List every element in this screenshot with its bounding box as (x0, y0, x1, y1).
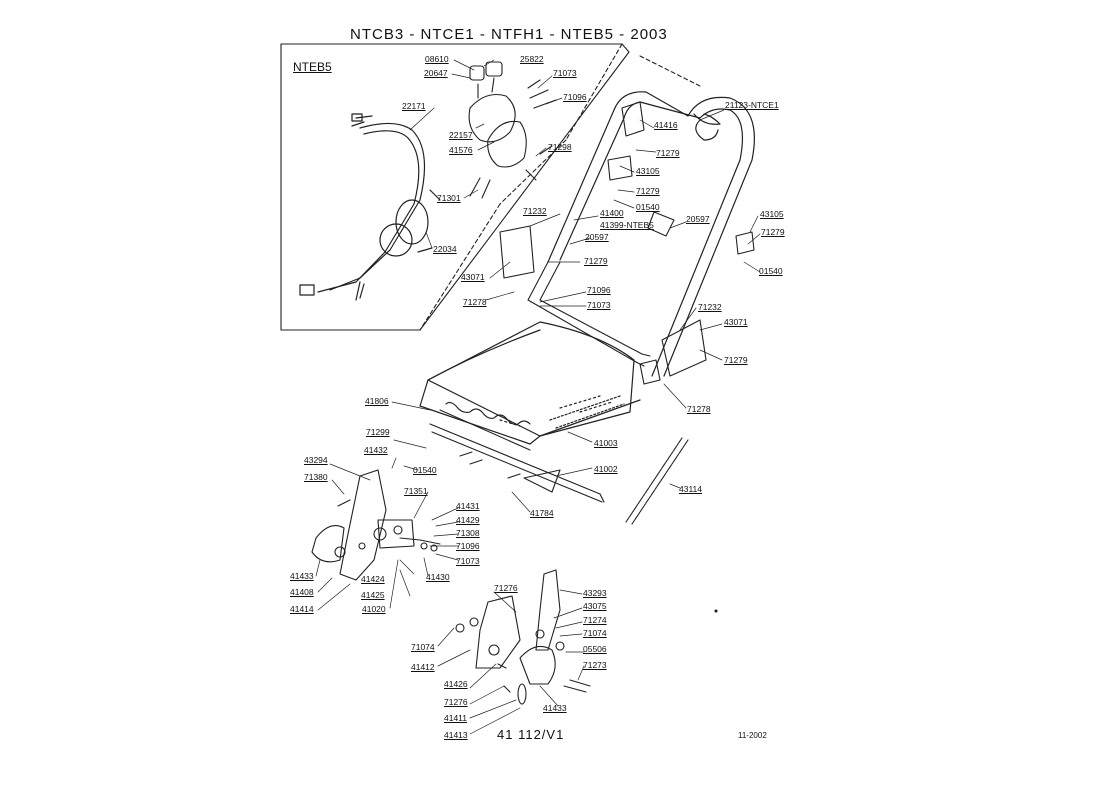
part-label: 43071 (461, 272, 485, 282)
part-label: 41020 (362, 604, 386, 614)
part-label: 43293 (583, 588, 607, 598)
part-label: 71279 (584, 256, 608, 266)
lower-handle-bar (527, 261, 651, 367)
part-label: 71274 (583, 615, 607, 625)
part-label: 41413 (444, 730, 468, 740)
part-label: 41431 (456, 501, 480, 511)
dashed-projection (499, 55, 701, 205)
part-label: 41399-NTEB5 (600, 220, 654, 230)
part-label: 43105 (636, 166, 660, 176)
left-side-plate (311, 469, 441, 581)
part-label: 71096 (456, 541, 480, 551)
part-label: 71073 (587, 300, 611, 310)
part-label: 41416 (654, 120, 678, 130)
part-label: 21123-NTCE1 (725, 100, 779, 110)
part-label: 41433 (290, 571, 314, 581)
part-label: 01540 (759, 266, 783, 276)
wiring-harness (299, 113, 441, 301)
part-label: 41424 (361, 574, 385, 584)
part-label: 43105 (760, 209, 784, 219)
part-label: 01540 (636, 202, 660, 212)
part-label: 71278 (463, 297, 487, 307)
part-label: 43071 (724, 317, 748, 327)
part-label: 43114 (679, 484, 703, 494)
part-label: 71096 (587, 285, 611, 295)
part-label: 22171 (402, 101, 426, 111)
part-label: 43294 (304, 455, 328, 465)
part-label: 05506 (583, 644, 607, 654)
part-label: 41400 (600, 208, 624, 218)
drawing-reference: 41 112/V1 (497, 727, 565, 742)
part-label: 20647 (424, 68, 448, 78)
inset-title: NTEB5 (293, 60, 332, 74)
part-label: 71074 (411, 642, 435, 652)
part-label: 71279 (636, 186, 660, 196)
part-label: 71273 (583, 660, 607, 670)
part-label: 71279 (761, 227, 785, 237)
upper-handle (547, 91, 755, 377)
part-label: 41414 (290, 604, 314, 614)
part-label: 71380 (304, 472, 328, 482)
part-label: 71351 (404, 486, 428, 496)
part-label: 41411 (444, 713, 468, 723)
part-label: 41433 (543, 703, 567, 713)
part-label: 71074 (583, 628, 607, 638)
part-label: 71276 (494, 583, 518, 593)
part-label: 41412 (411, 662, 435, 672)
part-label: 71278 (687, 404, 711, 414)
part-label: 41806 (365, 396, 389, 406)
part-label: 71279 (724, 355, 748, 365)
page-title: NTCB3 - NTCE1 - NTFH1 - NTEB5 - 2003 (350, 26, 668, 43)
drawing-date: 11-2002 (738, 731, 767, 740)
part-label: 71308 (456, 528, 480, 538)
part-label: 25822 (520, 54, 544, 64)
part-label: 41425 (361, 590, 385, 600)
inset-frame (280, 43, 630, 331)
part-label: 20597 (585, 232, 609, 242)
part-label: 41429 (456, 515, 480, 525)
part-label: 71073 (553, 68, 577, 78)
part-label: 71073 (456, 556, 480, 566)
part-label: 41430 (426, 572, 450, 582)
part-label: 20597 (686, 214, 710, 224)
part-label: 71279 (656, 148, 680, 158)
part-label: 71232 (698, 302, 722, 312)
part-label: 08610 (425, 54, 449, 64)
part-label: 71232 (523, 206, 547, 216)
cable-strip (625, 437, 689, 525)
right-side-plate (455, 569, 591, 705)
part-label: 41432 (364, 445, 388, 455)
inset-frame-diagonal (419, 43, 623, 331)
grass-box (419, 321, 641, 445)
part-label: 41002 (594, 464, 618, 474)
part-label: 71096 (563, 92, 587, 102)
part-label: 71298 (548, 142, 572, 152)
part-label: 43075 (583, 601, 607, 611)
part-label: 41408 (290, 587, 314, 597)
part-label: 41003 (594, 438, 618, 448)
part-label: 22034 (433, 244, 457, 254)
part-label: 71299 (366, 427, 390, 437)
part-label: 71276 (444, 697, 468, 707)
switch-assembly (468, 61, 557, 199)
leader-lines (315, 59, 761, 735)
part-label: 01540 (413, 465, 437, 475)
part-label: 41784 (530, 508, 554, 518)
part-label: 41576 (449, 145, 473, 155)
part-label: 41426 (444, 679, 468, 689)
part-label: 22157 (449, 130, 473, 140)
handle-brackets (499, 101, 755, 385)
roller-shaft (429, 401, 605, 503)
part-label: 71301 (437, 193, 461, 203)
